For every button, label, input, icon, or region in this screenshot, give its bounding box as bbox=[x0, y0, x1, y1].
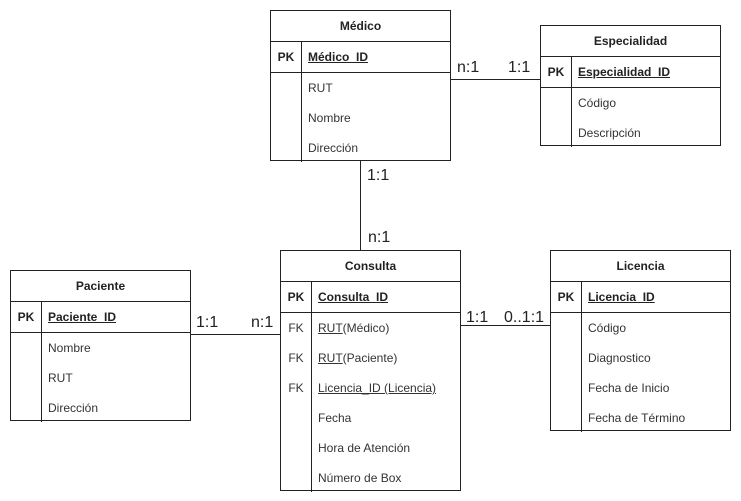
pk-row: PK Licencia_ID bbox=[551, 282, 730, 313]
entity-title: Paciente bbox=[11, 271, 190, 302]
fk-key: Licencia_ID bbox=[318, 381, 381, 395]
pk-attribute: Paciente_ID bbox=[48, 310, 117, 324]
entity-consulta[interactable]: Consulta PK Consulta_ID FK RUT(Médico) F… bbox=[280, 250, 461, 492]
fk-key: RUT bbox=[318, 351, 343, 365]
entity-title: Licencia bbox=[551, 251, 730, 282]
entity-medico[interactable]: Médico PK Médico_ID RUT Nombre Dirección bbox=[270, 10, 451, 162]
fk-key: RUT bbox=[318, 321, 343, 335]
attribute: Fecha de Inicio bbox=[588, 381, 670, 395]
relation-line-consulta-licencia bbox=[461, 325, 550, 326]
cardinality-label: 1:1 bbox=[367, 167, 390, 184]
entity-title: Médico bbox=[271, 11, 450, 42]
attribute: Diagnostico bbox=[588, 351, 651, 365]
fk-label: FK bbox=[288, 351, 304, 365]
attribute: Dirección bbox=[48, 401, 99, 415]
attribute: Fecha bbox=[318, 411, 352, 425]
pk-attribute: Licencia_ID bbox=[588, 290, 655, 304]
attribute: Nombre bbox=[308, 111, 351, 125]
relation-line-medico-especialidad bbox=[450, 79, 540, 80]
attribute: Hora de Atención bbox=[318, 441, 411, 455]
pk-row: PK Especialidad_ID bbox=[541, 57, 720, 88]
cardinality-label: n:1 bbox=[251, 314, 274, 331]
pk-row: PK Consulta_ID bbox=[281, 282, 460, 313]
cardinality-label: 0..1:1 bbox=[504, 309, 545, 326]
pk-label: PK bbox=[17, 310, 35, 324]
entity-paciente[interactable]: Paciente PK Paciente_ID Nombre RUT Direc… bbox=[10, 270, 191, 422]
pk-row: PK Médico_ID bbox=[271, 42, 450, 73]
relation-line-medico-consulta bbox=[360, 161, 361, 250]
entity-title: Especialidad bbox=[541, 26, 720, 57]
pk-attribute: Consulta_ID bbox=[318, 290, 389, 304]
attribute: Código bbox=[578, 96, 617, 110]
pk-label: PK bbox=[547, 65, 565, 79]
attribute: Fecha de Término bbox=[588, 411, 686, 425]
cardinality-label: n:1 bbox=[457, 59, 480, 76]
pk-attribute: Especialidad_ID bbox=[578, 65, 671, 79]
pk-label: PK bbox=[287, 290, 305, 304]
fk-attribute: RUT(Médico) bbox=[318, 313, 389, 343]
entity-title: Consulta bbox=[281, 251, 460, 282]
attribute: Nombre bbox=[48, 341, 91, 355]
pk-row: PK Paciente_ID bbox=[11, 302, 190, 333]
pk-label: PK bbox=[277, 50, 295, 64]
fk-attribute: Licencia_ID (Licencia) bbox=[318, 373, 436, 403]
fk-reference: (Licencia) bbox=[380, 381, 437, 395]
fk-reference: (Médico) bbox=[342, 321, 390, 335]
pk-attribute: Médico_ID bbox=[308, 50, 369, 64]
cardinality-label: 1:1 bbox=[466, 309, 489, 326]
pk-label: PK bbox=[557, 290, 575, 304]
entity-especialidad[interactable]: Especialidad PK Especialidad_ID Código D… bbox=[540, 25, 721, 147]
cardinality-label: 1:1 bbox=[508, 59, 531, 76]
fk-attribute: RUT(Paciente) bbox=[318, 343, 397, 373]
fk-reference: (Paciente) bbox=[342, 351, 398, 365]
fk-label: FK bbox=[288, 381, 304, 395]
entity-licencia[interactable]: Licencia PK Licencia_ID Código Diagnosti… bbox=[550, 250, 731, 432]
attribute: RUT bbox=[308, 81, 333, 95]
attribute: Dirección bbox=[308, 141, 359, 155]
relation-line-paciente-consulta bbox=[190, 334, 280, 335]
attribute: Código bbox=[588, 321, 627, 335]
attribute: Número de Box bbox=[318, 471, 402, 485]
fk-label: FK bbox=[288, 321, 304, 335]
cardinality-label: n:1 bbox=[368, 229, 391, 246]
attribute: RUT bbox=[48, 371, 73, 385]
cardinality-label: 1:1 bbox=[196, 314, 219, 331]
attribute: Descripción bbox=[578, 126, 641, 140]
